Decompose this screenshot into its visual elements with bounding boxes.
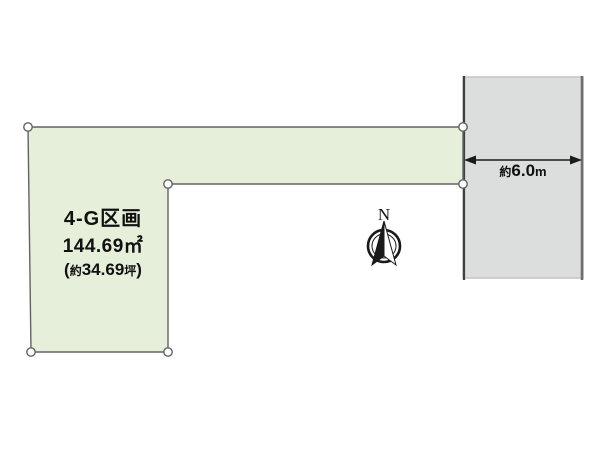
arrow-head-right-icon bbox=[570, 155, 582, 165]
vertex-marker bbox=[458, 179, 468, 189]
vertex-marker bbox=[23, 122, 33, 132]
vertex-marker bbox=[458, 122, 468, 132]
north-label: N bbox=[377, 205, 391, 224]
vertex-marker bbox=[163, 179, 173, 189]
vertex-marker bbox=[26, 347, 36, 357]
tsubo-value: 34.69 bbox=[81, 260, 125, 279]
arrow-head-left-icon bbox=[464, 155, 476, 165]
parcel-name: 4-G区画 bbox=[63, 208, 143, 230]
road-width-value: 6.0 bbox=[511, 161, 536, 180]
road-width-prefix: 約 bbox=[499, 165, 512, 179]
road-width-label: 約6.0m bbox=[499, 161, 547, 181]
tsubo-paren-close: ) bbox=[136, 260, 142, 279]
vertex-marker bbox=[163, 347, 173, 357]
road-shape bbox=[462, 76, 584, 279]
tsubo-prefix: 約 bbox=[69, 264, 82, 278]
tsubo-unit: 坪 bbox=[124, 264, 137, 278]
road-width-unit: m bbox=[535, 164, 547, 179]
compass-north-icon bbox=[366, 220, 402, 267]
parcel-area-tsubo: (約34.69坪) bbox=[64, 260, 142, 280]
parcel-area-m2: 144.69㎡ bbox=[62, 236, 144, 257]
tsubo-paren-open: ( bbox=[64, 260, 70, 279]
